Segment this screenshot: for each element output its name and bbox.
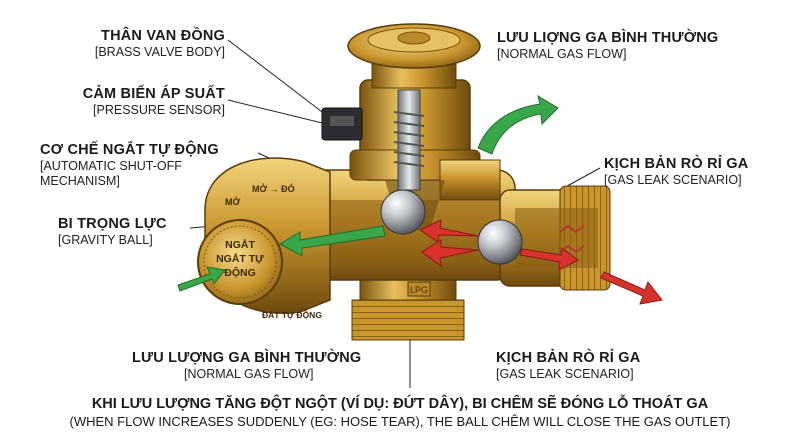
check-ball bbox=[477, 219, 523, 265]
knob-line2: NGẮT TỰ bbox=[216, 252, 264, 265]
label-shutoff: CƠ CHẾ NGẮT TỰ ĐỘNG [AUTOMATIC SHUT-OFF … bbox=[40, 142, 260, 189]
leak-arrow-left-1 bbox=[418, 219, 479, 243]
leak-arrow-out bbox=[600, 271, 663, 305]
label-gravity-ball: BI TRỌNG LỰC [GRAVITY BALL] bbox=[58, 216, 198, 248]
label-shutoff-en1: [AUTOMATIC SHUT-OFF bbox=[40, 159, 182, 174]
label-leak-bottom-en: [GAS LEAK SCENARIO] bbox=[496, 367, 634, 382]
label-leak-right: KỊCH BẢN RÒ RỈ GA [GAS LEAK SCENARIO] bbox=[604, 156, 784, 188]
caption: KHI LƯU LƯỢNG TĂNG ĐỘT NGỘT (VÍ DỤ: ĐỨT … bbox=[0, 396, 800, 429]
handwheel bbox=[347, 23, 481, 89]
gravity-ball bbox=[380, 189, 426, 235]
label-shutoff-vn: CƠ CHẾ NGẮT TỰ ĐỘNG bbox=[40, 142, 219, 158]
label-leak-right-en: [GAS LEAK SCENARIO] bbox=[604, 173, 742, 188]
flow-arrow-top bbox=[477, 94, 559, 155]
leak-arrows bbox=[418, 219, 663, 305]
label-shutoff-en2: MECHANISM] bbox=[40, 174, 120, 189]
caption-vn: KHI LƯU LƯỢNG TĂNG ĐỘT NGỘT (VÍ DỤ: ĐỨT … bbox=[91, 396, 709, 412]
knob-line3: ĐỘNG bbox=[224, 266, 256, 279]
label-gravity-ball-vn: BI TRỌNG LỰC bbox=[58, 216, 167, 232]
caption-en: (WHEN FLOW INCREASES SUDDENLY (EG: HOSE … bbox=[69, 414, 731, 429]
label-brass-body-en: [BRASS VALVE BODY] bbox=[94, 45, 225, 60]
left-knob: NGẮT NGẮT TỰ ĐỘNG MỞ → ĐÓ MỞ ĐẮT TỰ ĐỘNG bbox=[197, 157, 331, 320]
label-normal-flow-top: LƯU LIỢNG GA BÌNH THƯỜNG [NORMAL GAS FLO… bbox=[497, 30, 757, 62]
flow-arrow-internal bbox=[278, 225, 386, 257]
label-leak-bottom-vn: KỊCH BẢN RÒ RỈ GA bbox=[496, 350, 641, 366]
knob-arc-bottom: ĐẮT TỰ ĐỘNG bbox=[262, 309, 322, 320]
pressure-sensor bbox=[321, 107, 363, 141]
label-brass-body-vn: THÂN VAN ĐỒNG bbox=[101, 28, 225, 44]
label-normal-flow-top-vn: LƯU LIỢNG GA BÌNH THƯỜNG bbox=[497, 30, 719, 46]
leak-arrow-left-2 bbox=[421, 239, 479, 268]
flow-arrow-inlet bbox=[177, 266, 226, 292]
label-normal-flow-top-en: [NORMAL GAS FLOW] bbox=[497, 47, 627, 62]
knob-arc-mo: MỞ bbox=[225, 196, 240, 207]
knob-line1: NGẮT bbox=[225, 238, 255, 251]
label-normal-flow-bottom: LƯU LƯỢNG GA BÌNH THƯỜNG [NORMAL GAS FLO… bbox=[132, 350, 372, 382]
leader-brass-body bbox=[227, 39, 331, 119]
label-normal-flow-bottom-vn: LƯU LƯỢNG GA BÌNH THƯỜNG bbox=[132, 350, 362, 366]
label-leak-bottom: KỊCH BẢN RÒ RỈ GA [GAS LEAK SCENARIO] bbox=[496, 350, 696, 382]
label-normal-flow-bottom-en: [NORMAL GAS FLOW] bbox=[184, 367, 314, 382]
normal-flow-arrows bbox=[177, 94, 559, 292]
label-brass-body: THÂN VAN ĐỒNG [BRASS VALVE BODY] bbox=[40, 28, 225, 60]
label-pressure-sensor-vn: CẢM BIẾN ÁP SUẤT bbox=[82, 86, 225, 102]
label-pressure-sensor-en: [PRESSURE SENSOR] bbox=[93, 103, 225, 118]
knob-arc-top: MỞ → ĐÓ bbox=[252, 183, 295, 194]
label-leak-right-vn: KỊCH BẢN RÒ RỈ GA bbox=[604, 156, 749, 172]
label-gravity-ball-en: [GRAVITY BALL] bbox=[58, 233, 153, 248]
leak-arrow-internal bbox=[519, 247, 579, 271]
lpg-stamp: LPG bbox=[410, 285, 428, 295]
label-pressure-sensor: CẢM BIẾN ÁP SUẤT [PRESSURE SENSOR] bbox=[40, 86, 225, 118]
valve-stem bbox=[393, 89, 425, 191]
